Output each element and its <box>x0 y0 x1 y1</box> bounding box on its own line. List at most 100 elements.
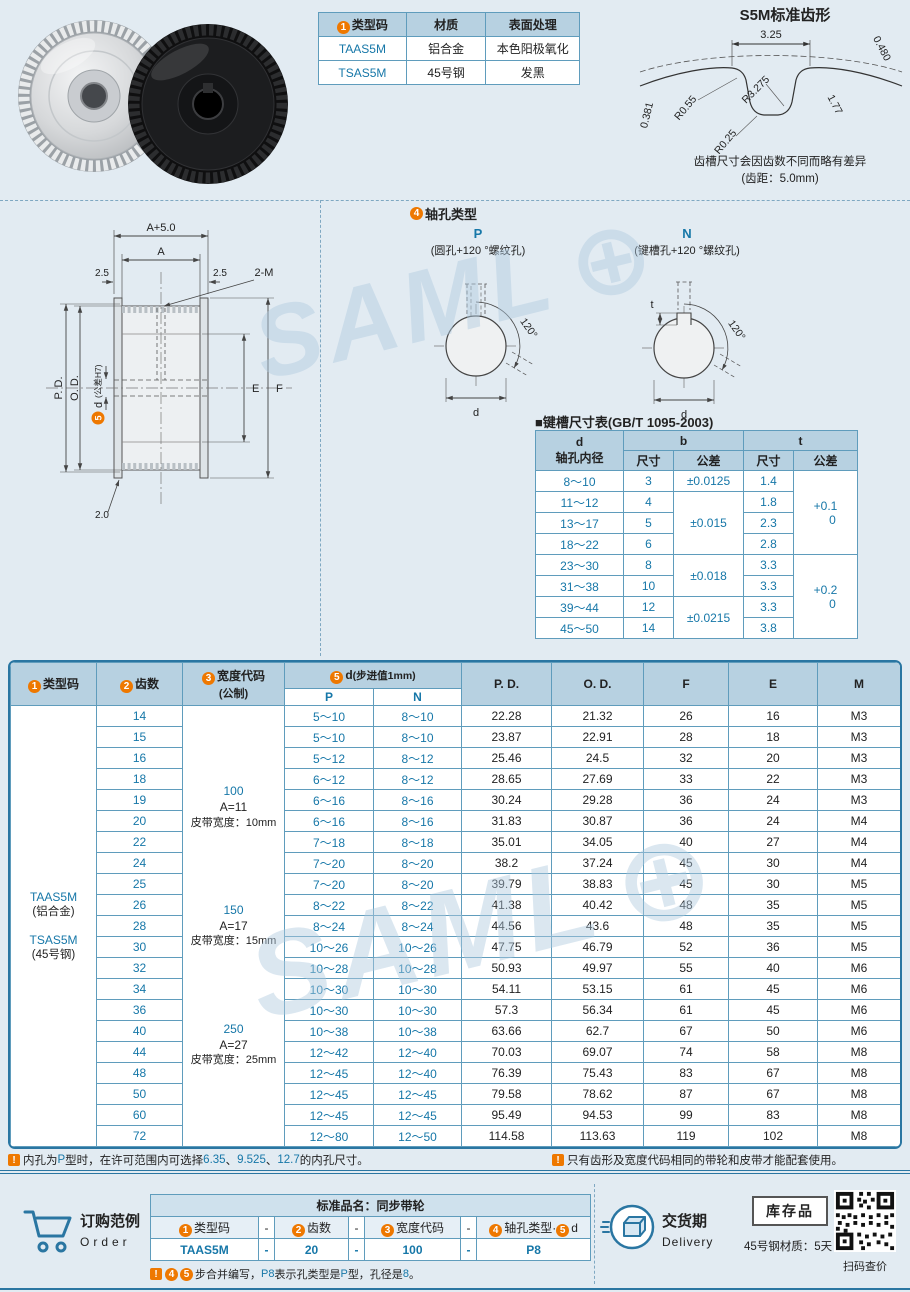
e-cell: 35 <box>728 915 819 937</box>
dim-n-120: 120° <box>725 318 747 343</box>
od-cell: 38.83 <box>551 873 645 895</box>
note-text: 、 <box>265 1155 278 1167</box>
warning-icon: ! <box>8 1154 20 1166</box>
order-sep-cell: - <box>258 1216 275 1239</box>
spec-type-code-cell: TSAS5M <box>318 60 407 85</box>
note-text: 只有齿形及宽度代码相同的带轮和皮带才能配套使用。 <box>567 1155 843 1167</box>
od-cell: 75.43 <box>551 1062 645 1084</box>
keyway-bore-range-cell: 8～10 <box>535 470 624 492</box>
bore-range-n-cell: 8～16 <box>372 810 463 832</box>
bore-range-p-cell: 10～30 <box>284 999 374 1021</box>
spec-material-cell: 铝合金 <box>405 36 487 61</box>
bore-range-p-cell: 12～45 <box>284 1104 374 1126</box>
e-cell: 45 <box>728 978 819 1000</box>
f-cell: 67 <box>643 1020 730 1042</box>
m-thread-cell: M8 <box>817 1062 900 1084</box>
od-cell: 56.34 <box>551 999 645 1021</box>
e-cell: 24 <box>728 789 819 811</box>
e-cell: 24 <box>728 810 819 832</box>
pd-cell: 38.2 <box>461 852 553 874</box>
order-heading: 订购范例 <box>80 1213 141 1230</box>
keyway-bore-range-cell: 13～17 <box>535 512 624 534</box>
highlight-value: P <box>340 1268 348 1280</box>
tolerance-upper: +0.1 <box>813 498 838 513</box>
delivery-icon <box>600 1204 655 1250</box>
type-code: TAAS5M <box>29 889 78 904</box>
pd-cell: 50.93 <box>461 957 553 979</box>
m-thread-cell: M5 <box>817 894 900 916</box>
od-cell: 69.07 <box>551 1041 645 1063</box>
od-cell: 62.7 <box>551 1020 645 1042</box>
f-cell: 40 <box>643 831 730 853</box>
shaft-hole-p-diagram: 120° d <box>434 283 540 419</box>
f-cell: 55 <box>643 957 730 979</box>
od-cell: 43.6 <box>551 915 645 937</box>
tolerance-lower: 0 <box>829 512 836 527</box>
dim-n-d: d <box>681 409 687 421</box>
f-cell: 36 <box>643 810 730 832</box>
note-text: 的内孔尺寸。 <box>299 1155 369 1167</box>
teeth-count-cell: 15 <box>96 726 183 748</box>
order-value-cell: 100 <box>364 1238 461 1261</box>
f-cell: 119 <box>643 1125 730 1147</box>
f-cell: 48 <box>643 915 730 937</box>
teeth-count-cell: 30 <box>96 936 183 958</box>
num-badge-4: 4 <box>489 1223 503 1237</box>
bore-range-n-cell: 8～20 <box>372 852 463 874</box>
width-a-value: A=11 <box>219 799 248 814</box>
shaft-type-n-label: N <box>682 226 692 241</box>
e-cell: 58 <box>728 1041 819 1063</box>
type-material: (铝合金) <box>32 905 75 918</box>
num-badge-3: 3 <box>380 1223 394 1237</box>
spec-material-cell: 45号钢 <box>405 60 487 85</box>
teeth-count-cell: 40 <box>96 1020 183 1042</box>
e-cell: 40 <box>728 957 819 979</box>
highlight-value: 8 <box>402 1268 409 1280</box>
num-badge-1: 1 <box>336 20 350 34</box>
od-cell: 49.97 <box>551 957 645 979</box>
keyway-b-tolerance-cell: ±0.015 <box>673 491 744 555</box>
teeth-count-cell: 14 <box>96 705 183 727</box>
e-cell: 35 <box>728 894 819 916</box>
note-text: 型时，在许可范围内可选择 <box>65 1155 204 1167</box>
dim-0480: 0.480 <box>870 34 893 63</box>
keyway-b-size-cell: 14 <box>623 617 674 639</box>
bore-range-p-cell: 7～18 <box>284 831 374 853</box>
keyway-b-tolerance-cell: ±0.0125 <box>673 470 744 492</box>
teeth-count-cell: 36 <box>96 999 183 1021</box>
cart-icon <box>23 1210 72 1253</box>
order-heading-block: 订购范例 Order <box>80 1210 140 1249</box>
bore-range-n-cell: 8～12 <box>372 747 463 769</box>
tooth-note-line1: 齿槽尺寸会因齿数不同而略有差异 <box>693 156 867 168</box>
note-text: 型，孔径是 <box>347 1269 403 1281</box>
spec-header-material: 材质 <box>405 12 487 37</box>
product-photo-aluminum-pulley <box>18 20 170 172</box>
type-code: TSAS5M <box>29 933 78 947</box>
f-cell: 52 <box>643 936 730 958</box>
bore-range-n-cell: 8～10 <box>372 705 463 727</box>
pd-cell: 79.58 <box>461 1083 553 1105</box>
order-value-cell: P8 <box>475 1238 592 1261</box>
f-cell: 28 <box>643 726 730 748</box>
pd-cell: 63.66 <box>461 1020 553 1042</box>
dim-d: d <box>93 402 105 408</box>
main-header-e: E <box>728 662 819 706</box>
shaft-hole-n-diagram: t 120° d <box>642 281 748 421</box>
keyway-header-row1: d 轴孔内径 b t <box>535 430 858 471</box>
bore-range-p-cell: 8～22 <box>284 894 374 916</box>
num-badge-5: 5 <box>556 1223 570 1237</box>
shaft-type-p-desc: (圆孔+120 °螺纹孔) <box>430 245 526 257</box>
tooth-profile-diagram: 3.25 0.480 R0.55 R3.275 1.77 0.381 R0.25 <box>638 29 903 154</box>
num-badge-5: 5 <box>180 1267 193 1281</box>
keyway-t-size-cell: 2.3 <box>743 512 794 534</box>
